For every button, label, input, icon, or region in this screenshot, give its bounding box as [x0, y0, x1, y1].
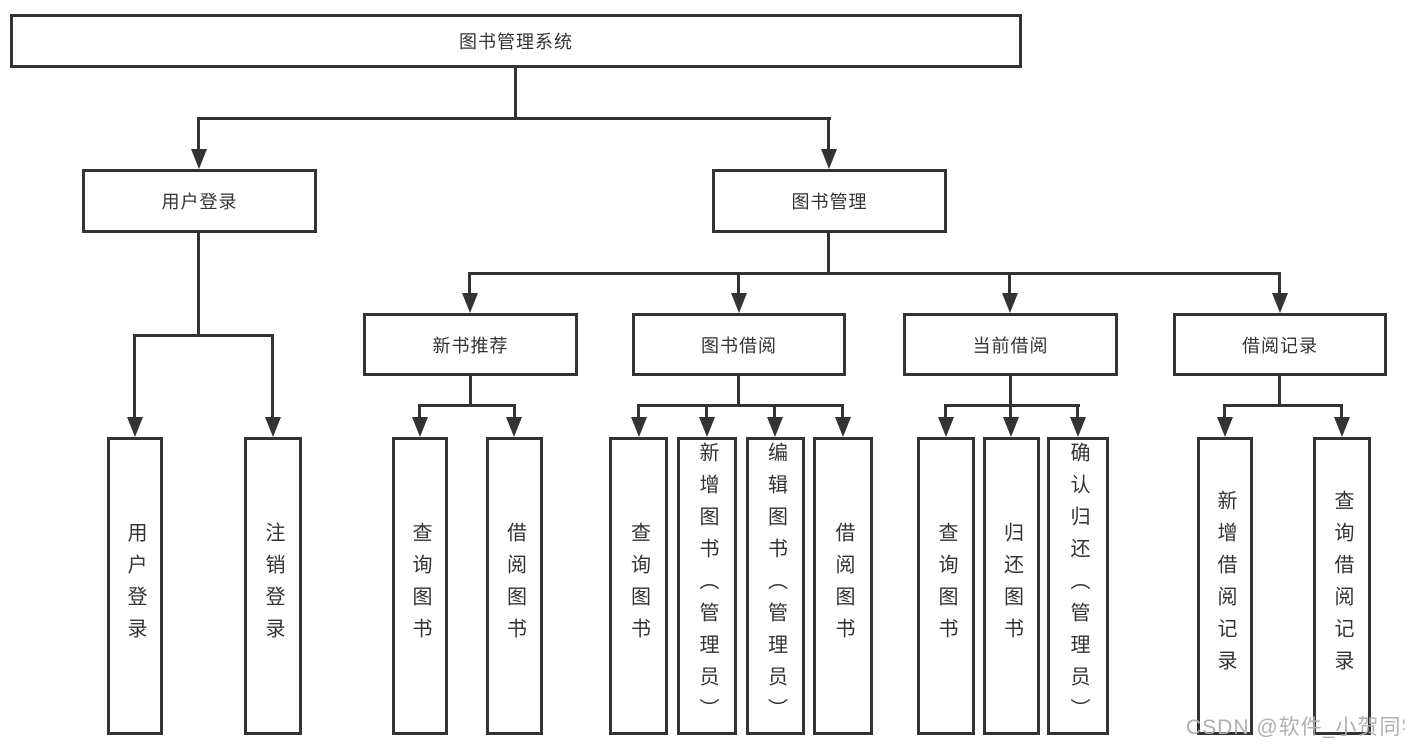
connector-stem-borrow-edit [773, 404, 776, 419]
node-user-login: 用户登录 [82, 169, 317, 233]
connector-stem-recommend [468, 272, 471, 295]
leaf-current-query-book-label: 查询图书 [935, 522, 957, 650]
arrowhead-recommend-borrow [506, 417, 522, 437]
arrowhead-current [1002, 293, 1018, 313]
arrowhead-records [1272, 293, 1288, 313]
arrowhead-book-management [821, 149, 837, 169]
connector-user-login-splitter [133, 334, 274, 337]
node-root: 图书管理系统 [10, 14, 1022, 68]
arrowhead-records-add [1217, 417, 1233, 437]
arrowhead-leaf-logout [265, 417, 281, 437]
node-root-label: 图书管理系统 [459, 32, 573, 52]
connector-stem-current-confirm [1076, 404, 1079, 419]
leaf-logout-label: 注销登录 [262, 522, 284, 650]
leaf-recommend-borrow-book: 借阅图书 [486, 437, 543, 735]
connector-stem-borrow-add [705, 404, 708, 419]
leaf-current-confirm-return-admin-label: 确认归还（管理员） [1067, 442, 1089, 730]
connector-stem-recommend-borrow [513, 404, 516, 419]
connector-stem-book-management [827, 117, 830, 150]
node-book-management-label: 图书管理 [791, 192, 868, 212]
leaf-current-confirm-return-admin: 确认归还（管理员） [1047, 437, 1109, 735]
leaf-current-query-book: 查询图书 [917, 437, 975, 735]
arrowhead-current-return [1003, 417, 1019, 437]
leaf-borrow-query-book-label: 查询图书 [627, 522, 650, 650]
node-new-book-recommend: 新书推荐 [363, 313, 578, 376]
node-borrow-records-label: 借阅记录 [1242, 335, 1318, 356]
arrowhead-borrow-edit [767, 417, 783, 437]
leaf-borrow-add-book-admin: 新增图书（管理员） [677, 437, 737, 735]
arrowhead-borrow [731, 293, 747, 313]
connector-records-trunk [1278, 376, 1281, 406]
connector-level2-splitter [468, 272, 1281, 275]
connector-stem-leaf-logout [271, 334, 274, 419]
connector-root-trunk [514, 68, 517, 120]
leaf-logout: 注销登录 [244, 437, 302, 735]
connector-stem-records [1278, 272, 1281, 295]
connector-borrow-trunk [737, 376, 740, 406]
connector-stem-current-query [944, 404, 947, 419]
leaf-records-add-record: 新增借阅记录 [1197, 437, 1253, 735]
leaf-borrow-query-book: 查询图书 [609, 437, 668, 735]
connector-borrow-splitter [637, 404, 844, 407]
leaf-borrow-borrow-book-label: 借阅图书 [832, 522, 854, 650]
connector-stem-borrow [737, 272, 740, 295]
arrowhead-borrow-borrow [835, 417, 851, 437]
node-borrow-records: 借阅记录 [1173, 313, 1387, 376]
csdn-watermark: CSDN @软件_小贺同学 [1186, 716, 1405, 739]
arrowhead-borrow-query [631, 417, 647, 437]
connector-stem-borrow-query [637, 404, 640, 419]
leaf-records-query-record-label: 查询借阅记录 [1331, 490, 1353, 682]
leaf-records-query-record: 查询借阅记录 [1313, 437, 1371, 735]
connector-stem-records-query [1340, 404, 1343, 419]
node-book-borrow: 图书借阅 [632, 313, 846, 376]
leaf-user-login: 用户登录 [107, 437, 163, 735]
leaf-records-add-record-label: 新增借阅记录 [1214, 490, 1236, 682]
arrowhead-current-query [938, 417, 954, 437]
leaf-borrow-borrow-book: 借阅图书 [813, 437, 873, 735]
arrowhead-borrow-add [699, 417, 715, 437]
leaf-recommend-borrow-book-label: 借阅图书 [503, 522, 526, 650]
arrowhead-records-query [1334, 417, 1350, 437]
arrowhead-user-login [191, 149, 207, 169]
connector-stem-recommend-query [418, 404, 421, 419]
connector-stem-current [1008, 272, 1011, 295]
arrowhead-recommend-query [412, 417, 428, 437]
connector-stem-leaf-login [133, 334, 136, 419]
leaf-current-return-book-label: 归还图书 [1000, 522, 1023, 650]
node-book-borrow-label: 图书借阅 [701, 335, 777, 356]
connector-stem-user-login [197, 117, 200, 150]
arrowhead-leaf-login [127, 417, 143, 437]
connector-stem-current-return [1009, 404, 1012, 419]
connector-user-login-trunk [197, 233, 200, 337]
node-user-login-label: 用户登录 [161, 192, 238, 212]
node-book-management: 图书管理 [712, 169, 947, 233]
connector-recommend-trunk [469, 376, 472, 406]
connector-stem-borrow-borrow [841, 404, 844, 419]
arrowhead-current-confirm [1070, 417, 1086, 437]
leaf-borrow-edit-book-admin-label: 编辑图书（管理员） [764, 442, 787, 730]
connector-recommend-splitter [418, 404, 516, 407]
connector-level1-splitter [197, 117, 831, 120]
node-new-book-recommend-label: 新书推荐 [432, 335, 509, 356]
leaf-user-login-label: 用户登录 [124, 522, 146, 650]
leaf-recommend-query-book-label: 查询图书 [409, 522, 431, 650]
leaf-borrow-add-book-admin-label: 新增图书（管理员） [696, 442, 718, 730]
node-current-borrow-label: 当前借阅 [972, 335, 1049, 356]
node-current-borrow: 当前借阅 [903, 313, 1118, 376]
connector-records-splitter [1223, 404, 1343, 407]
connector-book-management-trunk [827, 233, 830, 275]
connector-stem-records-add [1223, 404, 1226, 419]
leaf-current-return-book: 归还图书 [983, 437, 1040, 735]
connector-current-splitter [944, 404, 1080, 407]
arrowhead-recommend [462, 293, 478, 313]
connector-current-trunk [1009, 376, 1012, 406]
leaf-borrow-edit-book-admin: 编辑图书（管理员） [746, 437, 805, 735]
leaf-recommend-query-book: 查询图书 [392, 437, 448, 735]
